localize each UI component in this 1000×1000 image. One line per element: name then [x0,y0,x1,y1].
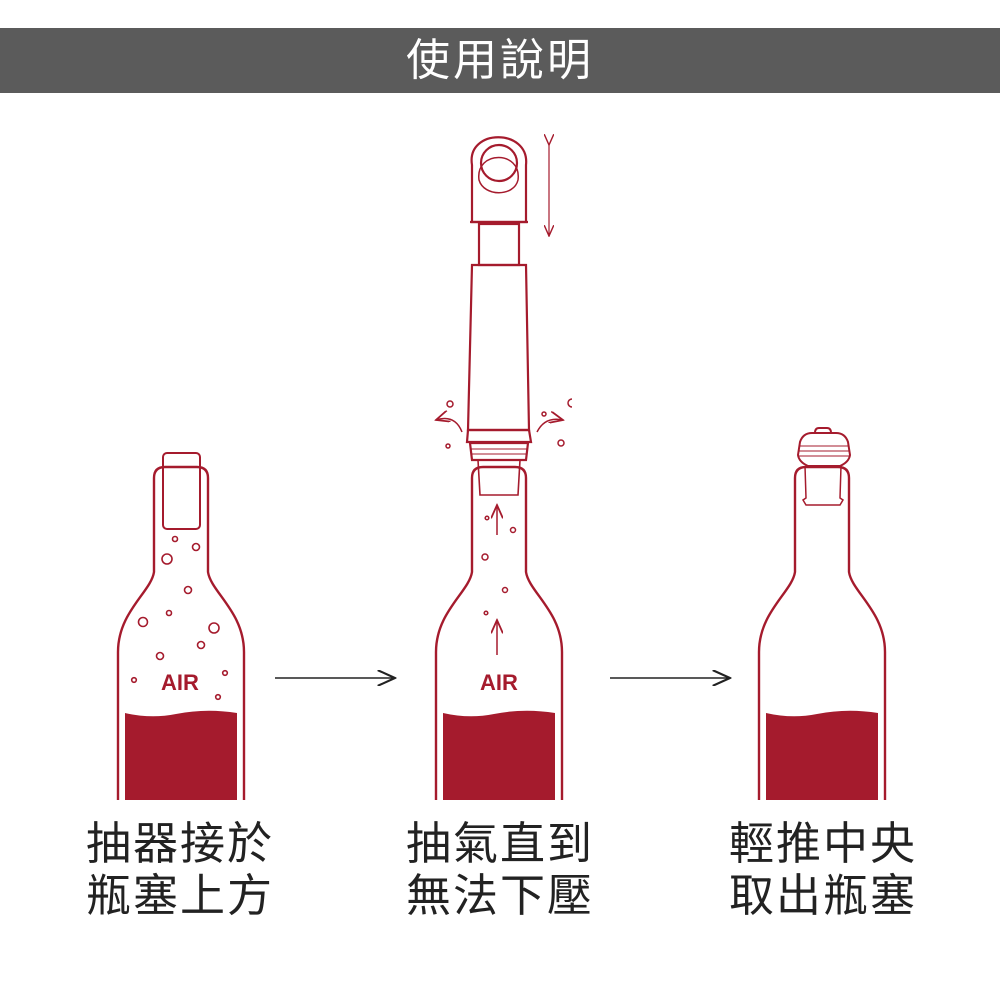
wine-bottle-icon [434,465,564,800]
caption-line: 輕推中央 [728,817,917,870]
vacuum-pump-icon [465,136,533,496]
bottle-stopper-icon [796,427,852,506]
wine-fill [766,710,878,800]
wine-bottle-icon [116,465,246,800]
caption-line: 瓶塞上方 [85,869,274,922]
air-release-icon [436,398,573,655]
wine-bottle-icon [757,465,887,800]
step-2-caption: 抽氣直到 無法下壓 [390,818,610,922]
wine-fill [125,710,237,800]
caption-line: 抽器接於 [85,817,274,870]
bottle-stopper-icon [162,452,201,530]
step-1-caption: 抽器接於 瓶塞上方 [70,818,290,922]
caption-line: 抽氣直到 [405,817,594,870]
air-label: AIR [161,670,199,695]
wine-fill [443,710,555,800]
air-bubbles-icon [130,535,229,701]
step-3-caption: 輕推中央 取出瓶塞 [713,818,933,922]
page-title: 使用說明 [0,28,1000,93]
caption-line: 取出瓶塞 [728,869,917,922]
caption-line: 無法下壓 [405,869,594,922]
bottle-outline [434,465,564,800]
air-label: AIR [480,670,518,695]
